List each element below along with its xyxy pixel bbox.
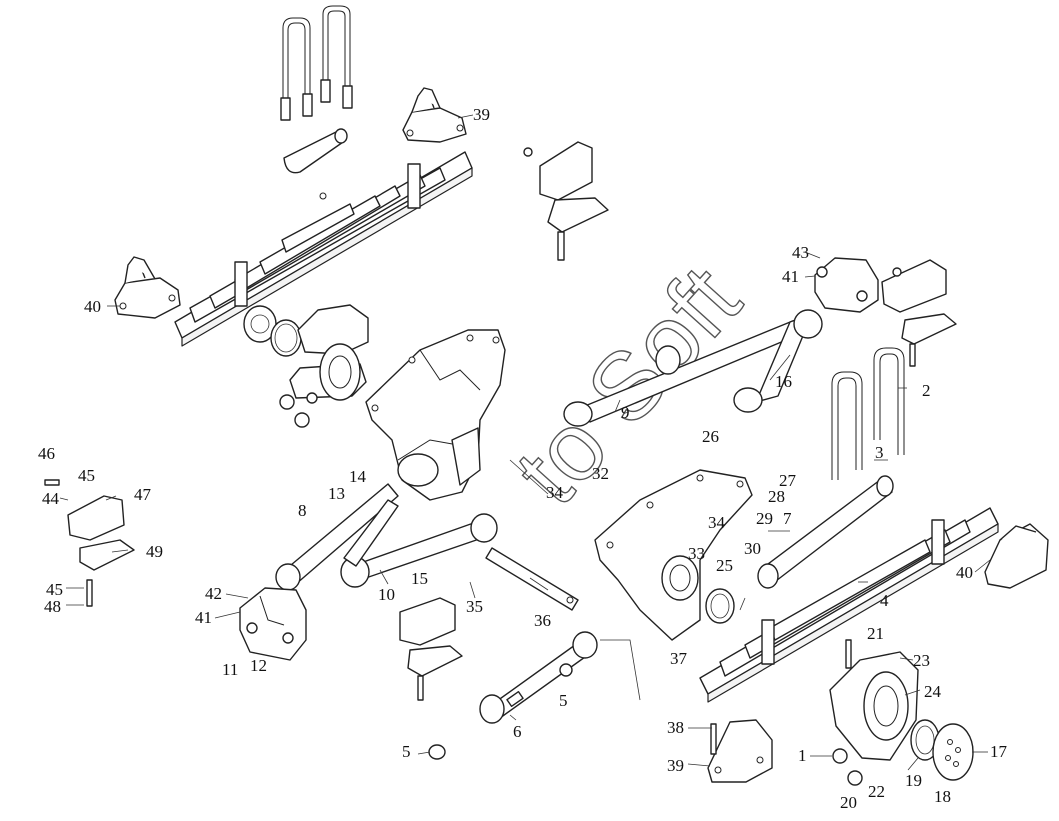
callout-39b: 39 (667, 756, 684, 775)
callout-21: 21 (867, 624, 884, 643)
u-bolt-pair-upper (280, 5, 353, 121)
callout-41b: 41 (782, 267, 799, 286)
callout-27: 27 (779, 471, 797, 490)
callout-17: 17 (990, 742, 1008, 761)
spring-seat-upper (402, 87, 467, 143)
callout-30: 30 (744, 539, 761, 558)
hub-assembly (829, 639, 974, 786)
callout-36: 36 (534, 611, 551, 630)
callout-37: 37 (670, 649, 688, 668)
callout-11: 11 (222, 660, 238, 679)
callout-23: 23 (913, 651, 930, 670)
callout-35: 35 (466, 597, 483, 616)
callout-4: 4 (880, 591, 889, 610)
spring-pad (283, 128, 348, 174)
bearing-cover-seal (243, 305, 302, 357)
callout-5a: 5 (559, 691, 568, 710)
callout-32: 32 (592, 464, 609, 483)
callout-43: 43 (792, 243, 809, 262)
callout-34b: 34 (708, 513, 726, 532)
callout-8: 8 (298, 501, 307, 520)
callout-9: 9 (621, 403, 630, 422)
callout-2: 2 (922, 381, 931, 400)
seal-ring (705, 588, 735, 624)
callout-5b: 5 (402, 742, 411, 761)
lower-control-arms (275, 483, 498, 591)
callout-20: 20 (840, 793, 857, 812)
callout-46: 46 (38, 444, 55, 463)
callout-14: 14 (349, 467, 367, 486)
callout-15: 15 (411, 569, 428, 588)
callout-29: 29 (756, 509, 773, 528)
callout-33: 33 (688, 544, 705, 563)
callout-42: 42 (205, 584, 222, 603)
callout-16: 16 (775, 372, 792, 391)
callout-6: 6 (513, 722, 522, 741)
frame-bracket-left (365, 329, 506, 501)
callout-labels: 1 2 3 4 5 5 6 7 8 9 10 11 12 13 14 15 16… (38, 105, 1008, 812)
callout-39a: 39 (473, 105, 490, 124)
bracket-mid-lower (399, 597, 463, 701)
callout-22: 22 (868, 782, 885, 801)
callout-26: 26 (702, 427, 719, 446)
callout-41a: 41 (195, 608, 212, 627)
callout-13: 13 (328, 484, 345, 503)
spring-seat-lower (707, 719, 773, 783)
bracket-mid-top (523, 141, 609, 261)
leaf-spring-right (699, 507, 999, 703)
callout-40b: 40 (956, 563, 973, 582)
callout-1: 1 (798, 746, 807, 765)
callout-45b: 45 (46, 580, 63, 599)
shaft-tube (757, 475, 894, 589)
callout-40a: 40 (84, 297, 101, 316)
bracket-far-left (44, 479, 135, 607)
spring-seat-left (114, 256, 181, 319)
callout-19: 19 (905, 771, 922, 790)
callout-12: 12 (250, 656, 267, 675)
callout-38: 38 (667, 718, 684, 737)
callout-10: 10 (378, 585, 395, 604)
callout-18: 18 (934, 787, 951, 806)
leaf-spring-upper (174, 151, 473, 347)
spring-seat-right (984, 523, 1049, 589)
u-bolt-pair-right (831, 347, 905, 480)
callout-47: 47 (134, 485, 152, 504)
leader-lines (59, 114, 991, 771)
callout-3: 3 (875, 443, 884, 462)
callout-7: 7 (783, 509, 792, 528)
trunnion-bracket (279, 304, 369, 428)
callout-44: 44 (42, 489, 60, 508)
bracket-right-upper (814, 257, 957, 367)
callout-28: 28 (768, 487, 785, 506)
callout-48: 48 (44, 597, 61, 616)
callout-34a: 34 (546, 483, 564, 502)
callout-49: 49 (146, 542, 163, 561)
bracket-lower-left (239, 587, 307, 661)
callout-45a: 45 (78, 466, 95, 485)
callout-24: 24 (924, 682, 942, 701)
callout-25: 25 (716, 556, 733, 575)
frame-bracket-right (594, 469, 753, 641)
torque-rod-lower (428, 631, 598, 760)
